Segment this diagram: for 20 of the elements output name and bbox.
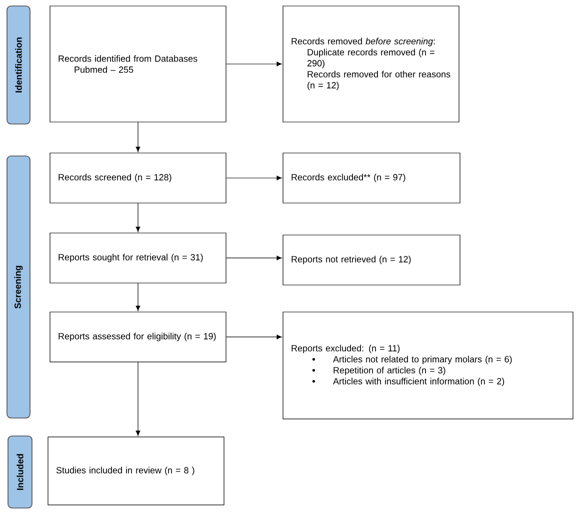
arrow: [136, 122, 140, 152]
stage-band: Identification: [6, 6, 30, 124]
stage-band: Screening: [6, 156, 30, 418]
process-box: Records excluded** (n = 97): [282, 152, 460, 204]
arrow: [136, 202, 140, 232]
process-box: Records screened (n = 128): [50, 152, 226, 204]
process-box: Studies included in review (n = 8 ): [48, 436, 224, 506]
arrow: [226, 176, 282, 180]
process-box: Reports not retrieved (n = 12): [282, 234, 460, 286]
process-box: Records identified from Databases Pubmed – 255: [50, 6, 226, 122]
stage-band: Included: [8, 436, 32, 508]
process-box: Records removed before screening: Duplicate records removed (n = 290) Records removed for other reasons (n = 12): [282, 6, 460, 122]
arrow: [226, 62, 282, 66]
arrow: [226, 256, 282, 260]
process-box: Reports excluded: (n = 11) Articles not related to primary molars (n = 6) Repetition of articles (n = 3) Articles with insufficient information (n = 2): [282, 312, 574, 420]
arrow: [136, 362, 140, 436]
process-box: Reports sought for retrieval (n = 31): [50, 232, 226, 284]
process-box: Reports assessed for eligibility (n = 19): [50, 312, 226, 362]
arrow: [226, 334, 282, 340]
arrow: [136, 283, 140, 311]
